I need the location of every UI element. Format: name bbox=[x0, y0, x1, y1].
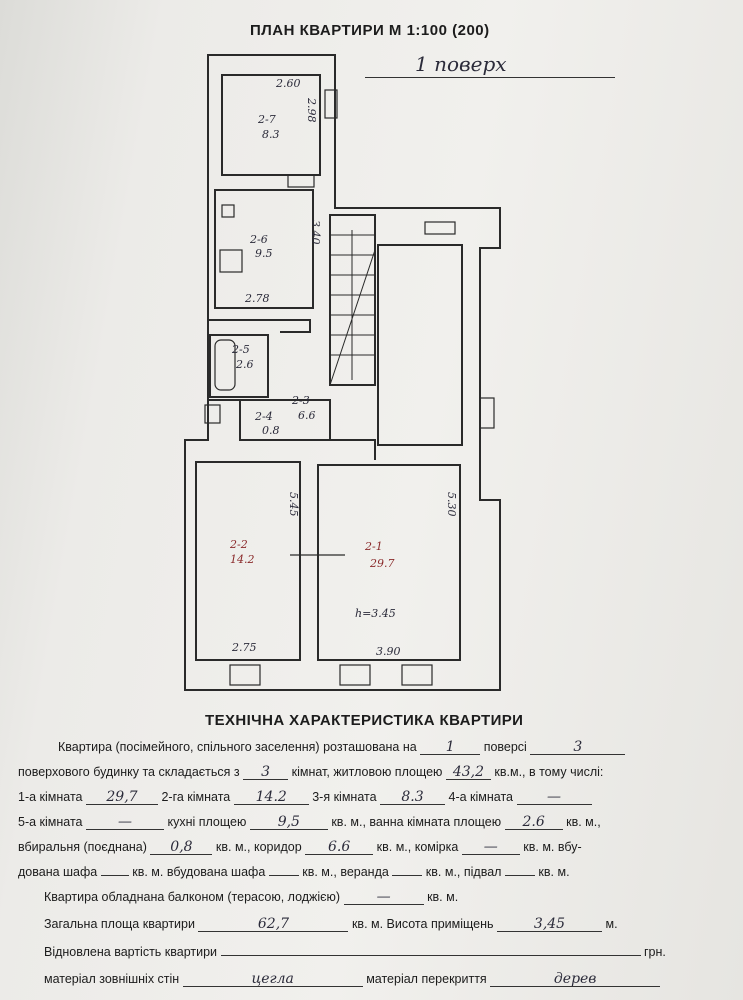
room-code-2-2: 2-2 bbox=[230, 538, 248, 551]
spec-l10-text-a: матеріал зовнішніх стін bbox=[44, 972, 180, 986]
spec-line-6: дована шафа кв. м. вбудована шафа кв. м.… bbox=[0, 865, 743, 879]
room-width-2-6: 2.78 bbox=[245, 292, 270, 305]
spec-l5-text-c: кв. м., комірка bbox=[376, 840, 459, 854]
spec-l8-text-b: кв. м. Висота приміщень bbox=[351, 917, 494, 931]
spec-floor-material-value: дерев bbox=[490, 972, 661, 987]
spec-room-height-value: 3,45 bbox=[497, 917, 603, 932]
floor-plan-drawing bbox=[184, 54, 501, 691]
spec-l6-text-a: дована шафа bbox=[18, 865, 98, 879]
room-height-2-1: 5.30 bbox=[445, 492, 458, 517]
room-width-2-2: 2.75 bbox=[232, 641, 257, 654]
spec-room2-value: 14.2 bbox=[233, 790, 309, 805]
room-area-2-7: 8.3 bbox=[262, 128, 280, 141]
spec-line-5: вбиральня (поєднана) 0,8 кв. м., коридор… bbox=[0, 840, 743, 855]
room-code-2-5: 2-5 bbox=[232, 343, 250, 356]
spec-line-2: поверхового будинку та складається з 3 к… bbox=[0, 765, 743, 780]
room-height-2-6: 3.40 bbox=[309, 220, 322, 245]
spec-l3-text-a: 1-а кімната bbox=[18, 790, 83, 804]
spec-l3-text-d: 4-а кімната bbox=[448, 790, 514, 804]
spec-room4-value: — bbox=[516, 790, 592, 805]
spec-l6-text-c: кв. м., веранда bbox=[302, 865, 389, 879]
spec-wardrobe2-blank bbox=[268, 875, 299, 876]
spec-l9-text-b: грн. bbox=[644, 945, 666, 959]
spec-room1-value: 29,7 bbox=[85, 790, 158, 805]
room-width-2-1: 3.90 bbox=[376, 645, 401, 658]
spec-line-7: Квартира обладнана балконом (терасою, ло… bbox=[0, 890, 743, 905]
plan-title: ПЛАН КВАРТИРИ М 1:100 (200) bbox=[250, 22, 490, 39]
spec-line-10: матеріал зовнішніх стін цегла матеріал п… bbox=[0, 972, 743, 987]
spec-line-8: Загальна площа квартири 62,7 кв. м. Висо… bbox=[0, 917, 743, 932]
room-height-2-7: 2.98 bbox=[305, 98, 318, 123]
spec-l7-text-a: Квартира обладнана балконом (терасою, ло… bbox=[44, 890, 341, 904]
spec-living-area-value: 43,2 bbox=[445, 765, 491, 780]
spec-value-blank bbox=[220, 955, 641, 956]
spec-l6-text-b: кв. м. вбудована шафа bbox=[132, 865, 266, 879]
spec-room3-value: 8.3 bbox=[380, 790, 446, 805]
spec-balcony-value: — bbox=[343, 890, 424, 905]
spec-l7-text-b: кв. м. bbox=[427, 890, 459, 904]
room-code-2-4: 2-4 bbox=[255, 410, 273, 423]
spec-veranda-blank bbox=[392, 875, 423, 876]
room-area-2-6: 9.5 bbox=[255, 247, 273, 260]
spec-l6-text-e: кв. м. bbox=[538, 865, 570, 879]
spec-room5-value: — bbox=[85, 815, 164, 830]
spec-rooms-count-value: 3 bbox=[243, 765, 289, 780]
spec-l2-text-b: кімнат, житловою площею bbox=[291, 765, 443, 779]
room-area-2-3: 6.6 bbox=[298, 409, 316, 422]
spec-l4-text-a: 5-а кімната bbox=[18, 815, 83, 829]
room-area-2-4: 0.8 bbox=[262, 424, 280, 437]
spec-l1-text-b: поверсі bbox=[483, 740, 527, 754]
spec-l6-text-d: кв. м., підвал bbox=[425, 865, 502, 879]
floor-underline bbox=[365, 77, 615, 78]
room-area-2-2: 14.2 bbox=[230, 553, 255, 566]
spec-l3-text-b: 2-га кімната bbox=[161, 790, 231, 804]
spec-l3-text-c: 3-я кімната bbox=[312, 790, 377, 804]
spec-l4-text-b: кухні площею bbox=[167, 815, 247, 829]
room-area-2-5: 2.6 bbox=[236, 358, 254, 371]
spec-bathroom-value: 2.6 bbox=[504, 815, 563, 830]
spec-line-4: 5-а кімната — кухні площею 9,5 кв. м., в… bbox=[0, 815, 743, 830]
spec-kitchen-value: 9,5 bbox=[249, 815, 328, 830]
room-area-2-1: 29.7 bbox=[370, 557, 395, 570]
spec-l5-text-d: кв. м. вбу- bbox=[523, 840, 582, 854]
spec-l10-text-b: матеріал перекриття bbox=[366, 972, 487, 986]
spec-l8-text-c: м. bbox=[605, 917, 618, 931]
spec-l2-text-c: кв.м., в тому числі: bbox=[494, 765, 604, 779]
spec-l2-text-a: поверхового будинку та складається з bbox=[18, 765, 240, 779]
spec-l4-text-c: кв. м., ванна кімната площею bbox=[331, 815, 502, 829]
spec-l4-text-d: кв. м., bbox=[566, 815, 601, 829]
spec-toilet-value: 0,8 bbox=[150, 840, 213, 855]
room-code-2-1: 2-1 bbox=[365, 540, 383, 553]
spec-wardrobe1-blank bbox=[100, 875, 129, 876]
spec-line-9: Відновлена вартість квартири грн. bbox=[0, 945, 743, 959]
floor-handwritten-note: 1 поверх bbox=[415, 52, 507, 76]
room-code-2-6: 2-6 bbox=[250, 233, 268, 246]
spec-l1-text-a: Квартира (посімейного, спільного заселен… bbox=[58, 740, 417, 754]
spec-l5-text-b: кв. м., коридор bbox=[215, 840, 302, 854]
spec-floor-value: 1 bbox=[420, 740, 481, 755]
spec-title: ТЕХНІЧНА ХАРАКТЕРИСТИКА КВАРТИРИ bbox=[205, 712, 524, 729]
spec-floors-value: 3 bbox=[530, 740, 626, 755]
room-width-2-7: 2.60 bbox=[276, 77, 301, 90]
room-code-2-7: 2-7 bbox=[258, 113, 276, 126]
room-height-2-2: 5.45 bbox=[287, 492, 300, 517]
spec-line-3: 1-а кімната 29,7 2-га кімната 14.2 3-я к… bbox=[0, 790, 743, 805]
spec-wall-material-value: цегла bbox=[182, 972, 363, 987]
spec-l5-text-a: вбиральня (поєднана) bbox=[18, 840, 147, 854]
spec-line-1: Квартира (посімейного, спільного заселен… bbox=[0, 740, 743, 755]
spec-total-area-value: 62,7 bbox=[198, 917, 349, 932]
room-code-2-3: 2-3 bbox=[292, 394, 310, 407]
spec-l8-text-a: Загальна площа квартири bbox=[44, 917, 195, 931]
spec-l9-text-a: Відновлена вартість квартири bbox=[44, 945, 218, 959]
spec-corridor-value: 6.6 bbox=[305, 840, 374, 855]
ceiling-height-note: h=3.45 bbox=[355, 607, 396, 620]
spec-pantry-value: — bbox=[461, 840, 520, 855]
spec-basement-blank bbox=[504, 875, 535, 876]
